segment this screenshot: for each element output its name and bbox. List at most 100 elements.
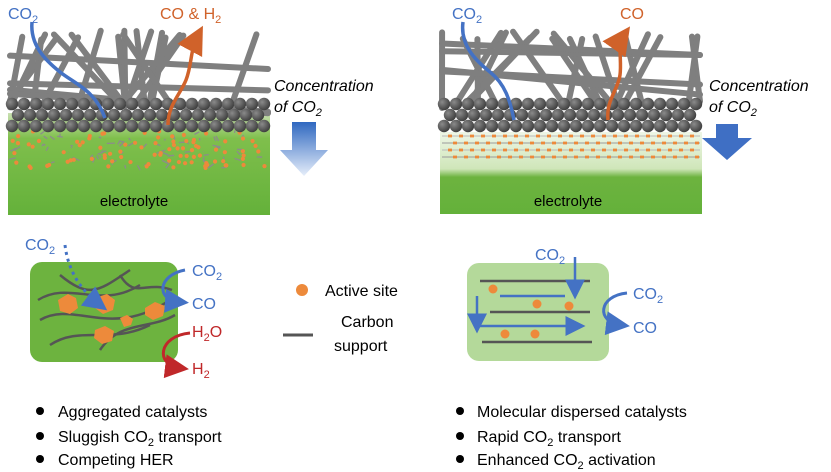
active-site [497,155,501,159]
carbon-particle [629,119,643,133]
carbon-particle [71,108,85,122]
carbon-fiber [7,52,271,73]
carbon-particle [185,119,199,133]
right-electrode: electrolyte CO2 CO Concentration of CO2 [437,6,809,214]
right-carbon-particles [437,97,703,133]
active-site [580,134,584,138]
carbon-strand [184,150,192,153]
active-site [657,134,661,138]
carbon-particle [437,97,451,111]
active-site [256,149,261,154]
carbon-particle [131,108,145,122]
carbon-particle [647,108,661,122]
left-aggregated-catalysts [8,129,267,171]
active-site [525,134,529,138]
active-site [203,165,208,171]
active-site [156,135,161,140]
carbon-particle [125,97,139,111]
active-site [470,148,474,152]
carbon-particle [467,108,481,122]
carbon-particle [227,108,241,122]
carbon-particle [665,119,679,133]
active-site [77,143,82,148]
carbon-fiber [124,28,155,105]
carbon-particle [635,108,649,122]
left-co2-label: CO2 [8,6,38,26]
carbon-particle [53,119,67,133]
carbon-strand [99,155,102,158]
carbon-particle [557,97,571,111]
active-site [75,139,80,144]
carbon-particle [245,97,259,111]
right-concentration-label-2: of CO2 [709,99,757,119]
right-concentration-label: Concentration [709,78,809,95]
active-site [602,134,606,138]
active-site [453,141,457,145]
active-site [558,134,562,138]
carbon-particle [533,97,547,111]
carbon-particle [617,97,631,111]
right-bullet-list: Molecular dispersed catalysts Rapid CO2 … [456,404,687,472]
right-electrolyte-label: electrolyte [534,193,602,210]
active-site [673,155,677,159]
active-site [591,134,595,138]
left-inset-co-out: CO [192,296,216,313]
active-site [171,165,176,170]
active-site [695,141,699,145]
carbon-particle [593,97,607,111]
active-site [181,132,187,138]
carbon-particle [605,119,619,133]
active-site [223,139,228,144]
right-bullet-2-dot [456,432,464,440]
active-site [657,148,661,152]
carbon-particle [617,119,631,133]
active-site [695,155,699,159]
carbon-particle [83,108,97,122]
carbon-particle [677,97,691,111]
active-site [27,164,32,169]
active-site [530,141,534,145]
carbon-particle [629,97,643,111]
active-site [30,144,35,149]
active-site [204,131,209,136]
active-site [552,155,556,159]
left-electrolyte-label: electrolyte [100,193,168,210]
carbon-particle [563,108,577,122]
active-site [132,140,138,145]
active-site [640,141,644,145]
active-site [525,148,529,152]
left-bullet-2-dot [36,432,44,440]
active-site [635,148,639,152]
active-site [585,155,589,159]
carbon-particle [143,108,157,122]
carbon-particle [521,119,535,133]
carbon-fiber [439,68,703,88]
carbon-particle [521,97,535,111]
carbon-particle [623,108,637,122]
left-electrode: electrolyte CO2 CO & H2 Concentration of… [5,6,374,215]
carbon-particle [575,108,589,122]
active-site [651,141,655,145]
right-carbon-fibers [439,28,703,111]
active-site [193,143,199,149]
carbon-particle [41,119,55,133]
active-site [223,163,228,168]
carbon-particle [101,97,115,111]
carbon-particle [545,97,559,111]
active-site [448,148,452,152]
carbon-particle [641,119,655,133]
left-bullet-3-dot [36,455,44,463]
active-site [519,155,523,159]
active-site [486,155,490,159]
carbon-particle [101,119,115,133]
carbon-particle [89,119,103,133]
active-site [481,134,485,138]
active-site [453,155,457,159]
active-site [197,153,202,158]
active-site [87,133,92,139]
left-product-path [166,25,203,126]
active-site [640,155,644,159]
active-site [629,141,633,145]
carbon-particle [485,97,499,111]
carbon-particle [77,119,91,133]
